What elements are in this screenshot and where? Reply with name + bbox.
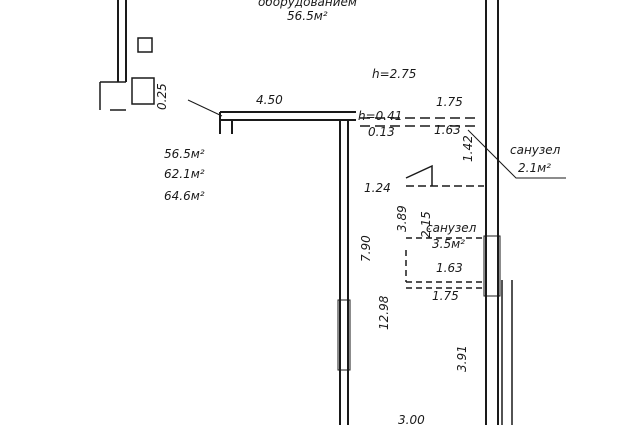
dim-label: 1.63 bbox=[436, 261, 463, 275]
dim-label: 3.00 bbox=[398, 413, 425, 427]
dim-label: 0.13 bbox=[368, 125, 395, 139]
dim-label: 1.42 bbox=[461, 135, 475, 162]
dim-label: 7.90 bbox=[359, 235, 373, 262]
far-right-wall bbox=[501, 280, 513, 425]
room-area: 56.5м² bbox=[287, 9, 328, 23]
bath-fixture bbox=[405, 164, 433, 186]
dim-label: 1.75 bbox=[432, 289, 459, 303]
dim-label: 4.50 bbox=[256, 93, 283, 107]
dim-label: 3.91 bbox=[455, 345, 469, 372]
vent-box bbox=[131, 77, 155, 105]
dim-label: 1.75 bbox=[436, 95, 463, 109]
right-outer-wall bbox=[485, 0, 499, 425]
wall-niche bbox=[137, 37, 153, 53]
dim-label: 3.89 bbox=[395, 205, 409, 232]
window-mark bbox=[337, 299, 351, 371]
partition-top bbox=[360, 117, 480, 127]
room-name: санузел bbox=[510, 143, 561, 157]
room-area: 2.1м² bbox=[518, 161, 551, 175]
dim-label: 1.24 bbox=[364, 181, 391, 195]
area-total: 62.1м² bbox=[164, 167, 205, 181]
dim-label: h=0.41 bbox=[358, 109, 403, 123]
area-total: 56.5м² bbox=[164, 147, 205, 161]
corridor-wall-left-cap bbox=[219, 112, 233, 134]
window-mark bbox=[483, 235, 501, 297]
room-name: оборудованием bbox=[258, 0, 357, 9]
dim-label: 1.63 bbox=[434, 123, 461, 137]
partition-bath2-bottom bbox=[406, 281, 484, 289]
left-step-wall bbox=[99, 81, 126, 111]
area-total: 64.6м² bbox=[164, 189, 205, 203]
left-wall-top bbox=[117, 0, 127, 82]
room-name: санузел bbox=[426, 221, 477, 235]
ceiling-height: h=2.75 bbox=[372, 67, 417, 81]
room-area: 3.5м² bbox=[432, 237, 465, 251]
inner-vertical-wall bbox=[339, 120, 349, 425]
corridor-top-wall bbox=[220, 111, 356, 121]
dim-label: 12.98 bbox=[377, 295, 391, 330]
dim-label: 0.25 bbox=[155, 83, 169, 110]
leader-line bbox=[187, 99, 566, 179]
